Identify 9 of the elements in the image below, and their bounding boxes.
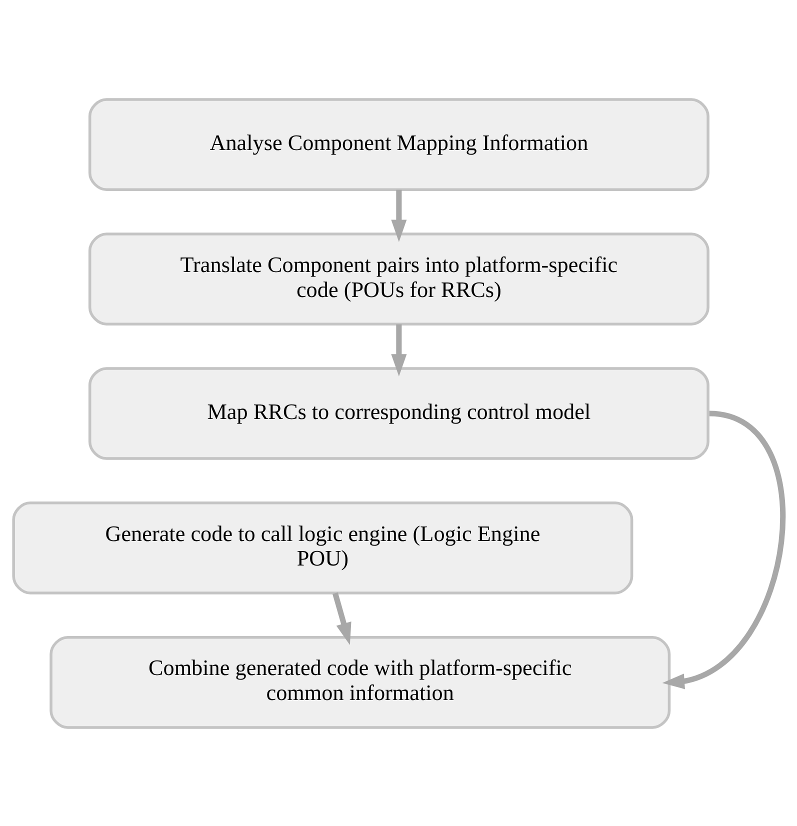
arrow — [391, 324, 407, 376]
node-box: Generate code to call logic engine (Logic Engine POU) — [12, 501, 634, 594]
arrow — [332, 592, 352, 644]
node-box: Map RRCs to corresponding control model — [88, 366, 710, 460]
node-box: Analyse Component Mapping Information — [88, 98, 710, 191]
arrow — [662, 410, 786, 689]
node-box: Combine generated code with platform-specific common information — [50, 635, 671, 728]
arrow — [391, 189, 407, 242]
node-box: Translate Component pairs into platform-specific code (POUs for RRCs) — [88, 232, 710, 325]
